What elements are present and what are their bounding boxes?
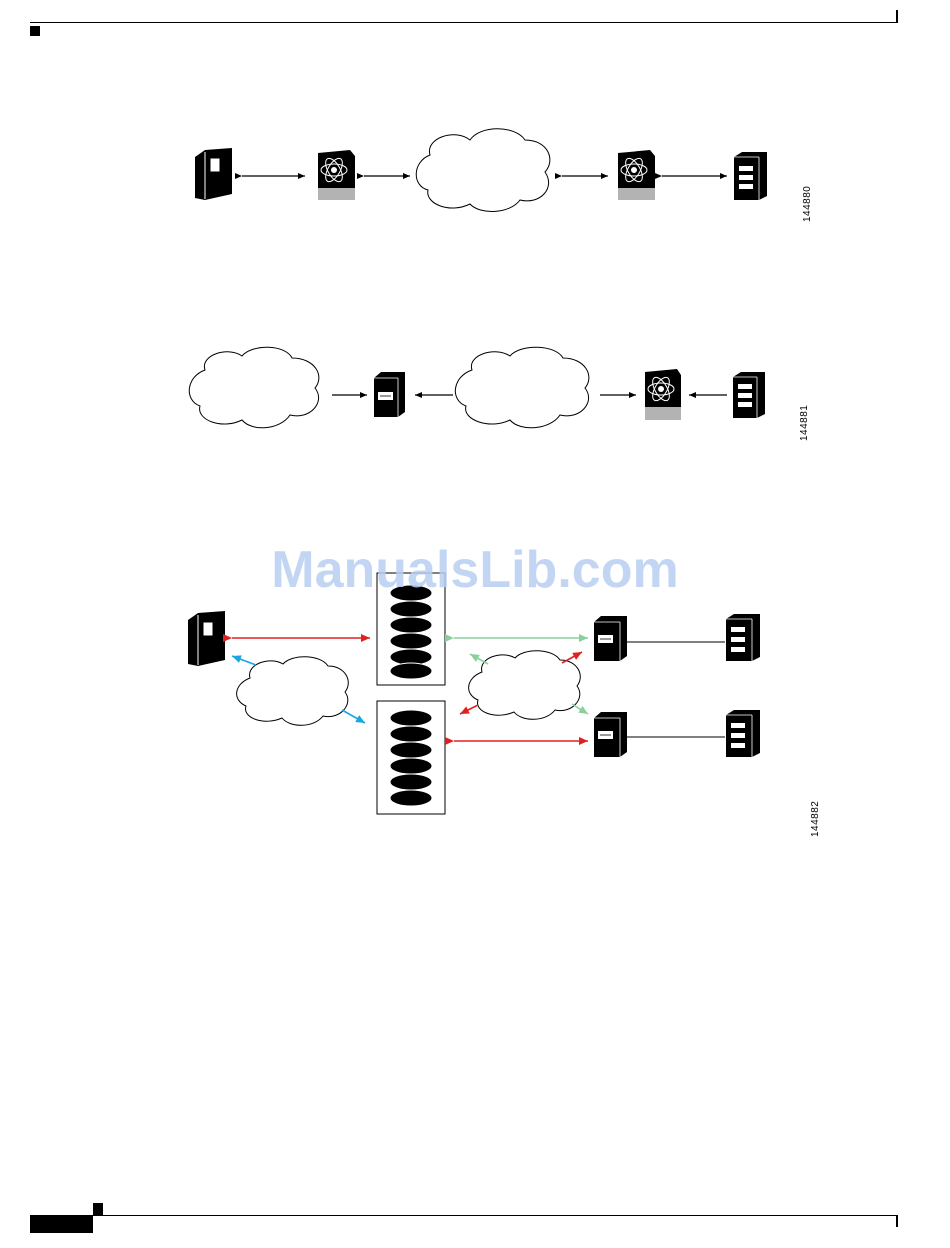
header-marker <box>30 26 40 36</box>
figure-3: 144882 <box>0 560 950 845</box>
tape-library-icon <box>733 372 765 418</box>
red-link-arrow <box>562 652 582 663</box>
cloud-icon <box>237 657 349 726</box>
mds-switch-icon <box>318 150 355 200</box>
red-link-arrow <box>460 705 478 714</box>
footer-page-tab <box>30 1215 93 1233</box>
figure-2: 144881 <box>0 345 950 455</box>
figure-1: 144880 <box>0 125 950 235</box>
green-link-arrow <box>572 704 588 714</box>
disk-stack-icon <box>377 573 445 685</box>
figure-id: 144881 <box>799 405 810 441</box>
tape-library-icon <box>726 614 760 661</box>
footer-marker <box>93 1203 103 1215</box>
header-tick <box>896 10 898 22</box>
mds-switch-icon <box>618 150 655 200</box>
figure-id: 144882 <box>810 801 821 837</box>
host-server-icon <box>195 148 232 200</box>
figure-id: 144880 <box>802 186 813 222</box>
figure-3-diagram <box>0 560 950 845</box>
blue-link-arrow <box>342 710 365 723</box>
cloud-icon <box>416 129 550 212</box>
disk-stack-icon <box>377 701 445 814</box>
storage-array-icon <box>374 372 405 417</box>
cloud-icon <box>455 347 589 428</box>
tape-library-icon <box>734 152 767 200</box>
footer-tick <box>896 1215 898 1227</box>
storage-array-icon <box>594 712 627 757</box>
blue-link-arrow <box>232 656 256 665</box>
footer-rule <box>30 1215 898 1216</box>
tape-library-icon <box>726 710 760 757</box>
mds-switch-icon <box>645 369 681 420</box>
cloud-icon <box>189 347 319 428</box>
storage-array-icon <box>594 616 627 661</box>
green-link-arrow <box>470 654 488 664</box>
header-rule <box>30 22 898 23</box>
host-server-icon <box>188 611 225 666</box>
cloud-icon <box>469 651 581 720</box>
